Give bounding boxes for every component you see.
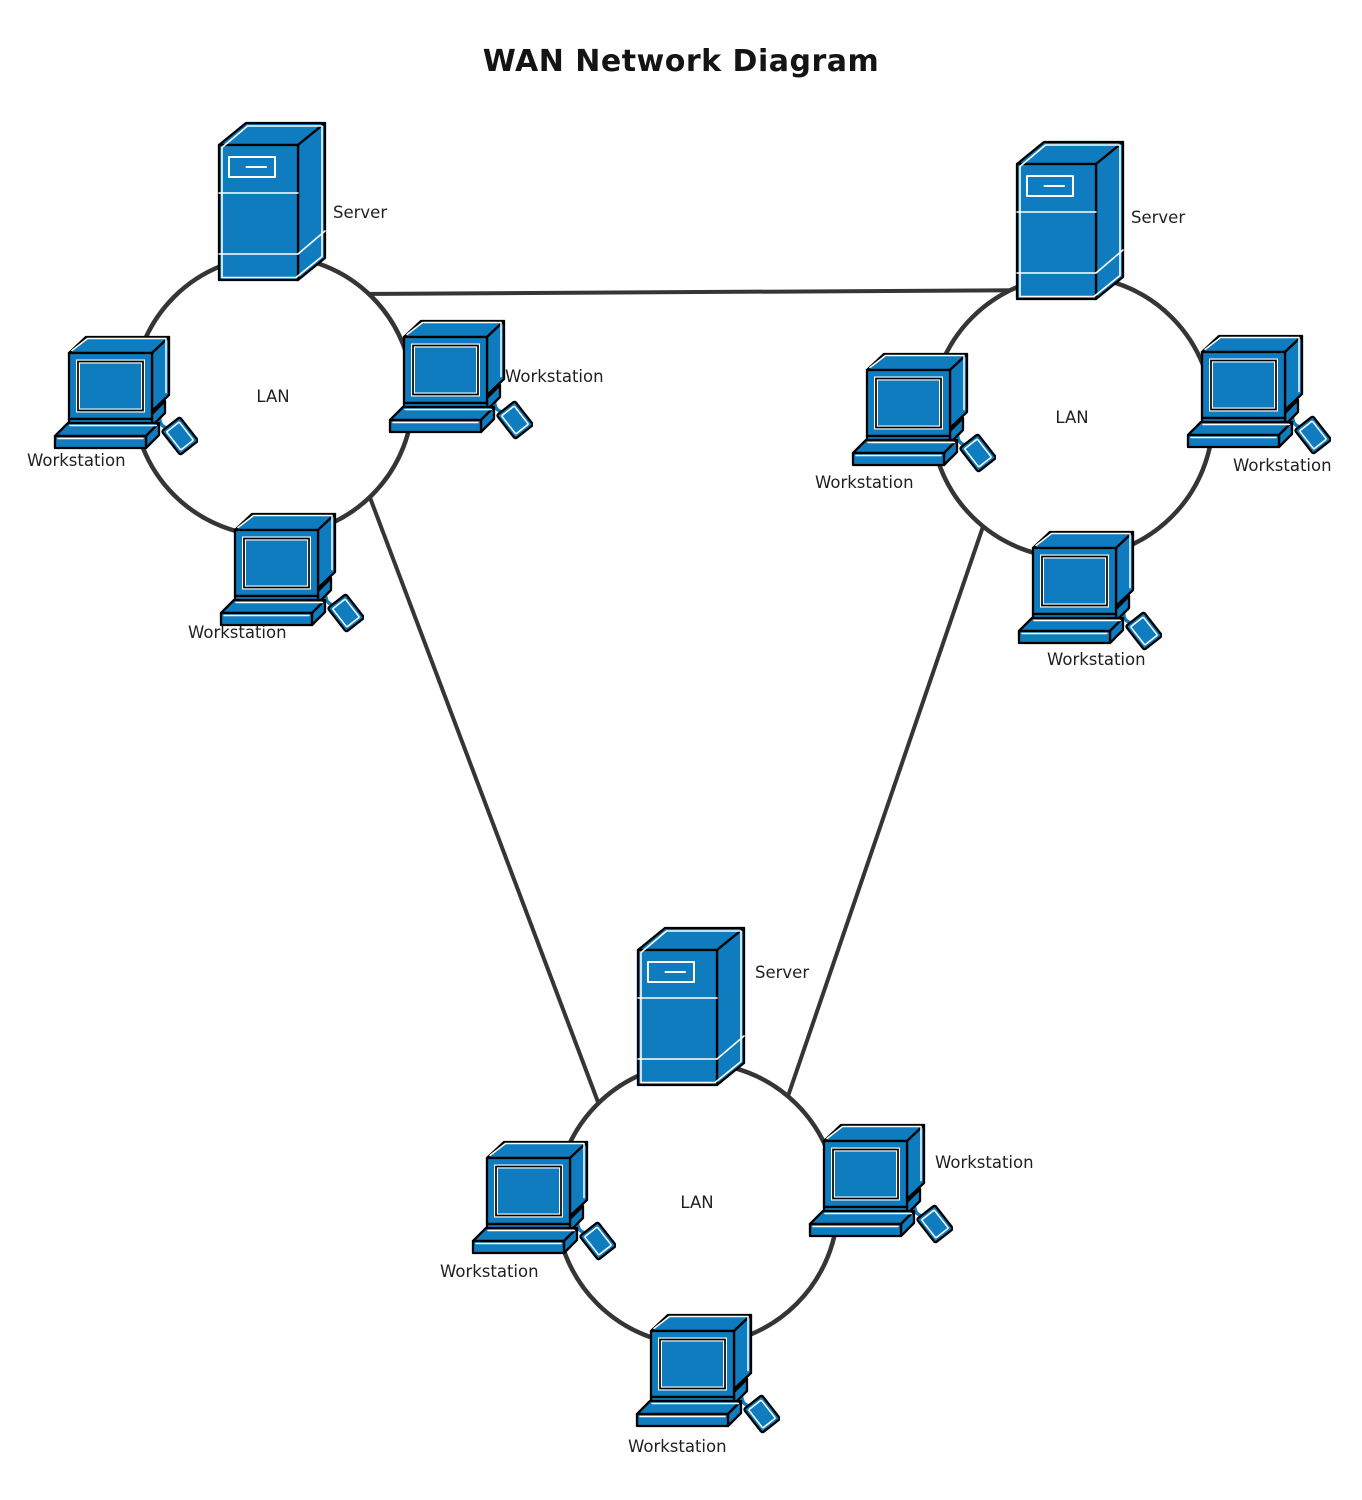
workstation-label-bottom-bottom: Workstation xyxy=(628,1437,727,1456)
wan-link-left xyxy=(364,486,600,1103)
workstation-label-top-left-bottom: Workstation xyxy=(188,623,287,642)
server-label-top-left: Server xyxy=(333,203,388,222)
workstation-label-bottom-right: Workstation xyxy=(935,1153,1034,1172)
workstation-label-top-right-left: Workstation xyxy=(815,473,914,492)
workstation-label-bottom-left: Workstation xyxy=(440,1262,539,1281)
server-label-bottom: Server xyxy=(755,963,810,982)
workstation-icon-top-right-right xyxy=(1186,334,1331,455)
lan-label-top-right: LAN xyxy=(1055,408,1089,427)
workstation-label-top-left-right: Workstation xyxy=(505,367,604,386)
workstation-icon-bottom-right xyxy=(808,1123,953,1244)
lan-label-bottom: LAN xyxy=(680,1193,714,1212)
lan-label-top-left: LAN xyxy=(256,387,290,406)
diagram-title: WAN Network Diagram xyxy=(482,44,880,79)
server-icon-bottom xyxy=(636,926,746,1087)
server-label-top-right: Server xyxy=(1131,208,1186,227)
wan-link-right xyxy=(784,511,990,1103)
wan-link-top xyxy=(351,288,1063,296)
server-icon-top-right xyxy=(1015,140,1125,301)
workstation-label-top-left-left: Workstation xyxy=(27,451,126,470)
workstation-label-top-right-bottom: Workstation xyxy=(1047,650,1146,669)
server-icon-top-left xyxy=(217,121,327,282)
workstation-icon-top-right-bottom xyxy=(1017,530,1162,651)
workstation-icon-top-left-bottom xyxy=(219,512,364,633)
workstation-label-top-right-right: Workstation xyxy=(1233,456,1332,475)
